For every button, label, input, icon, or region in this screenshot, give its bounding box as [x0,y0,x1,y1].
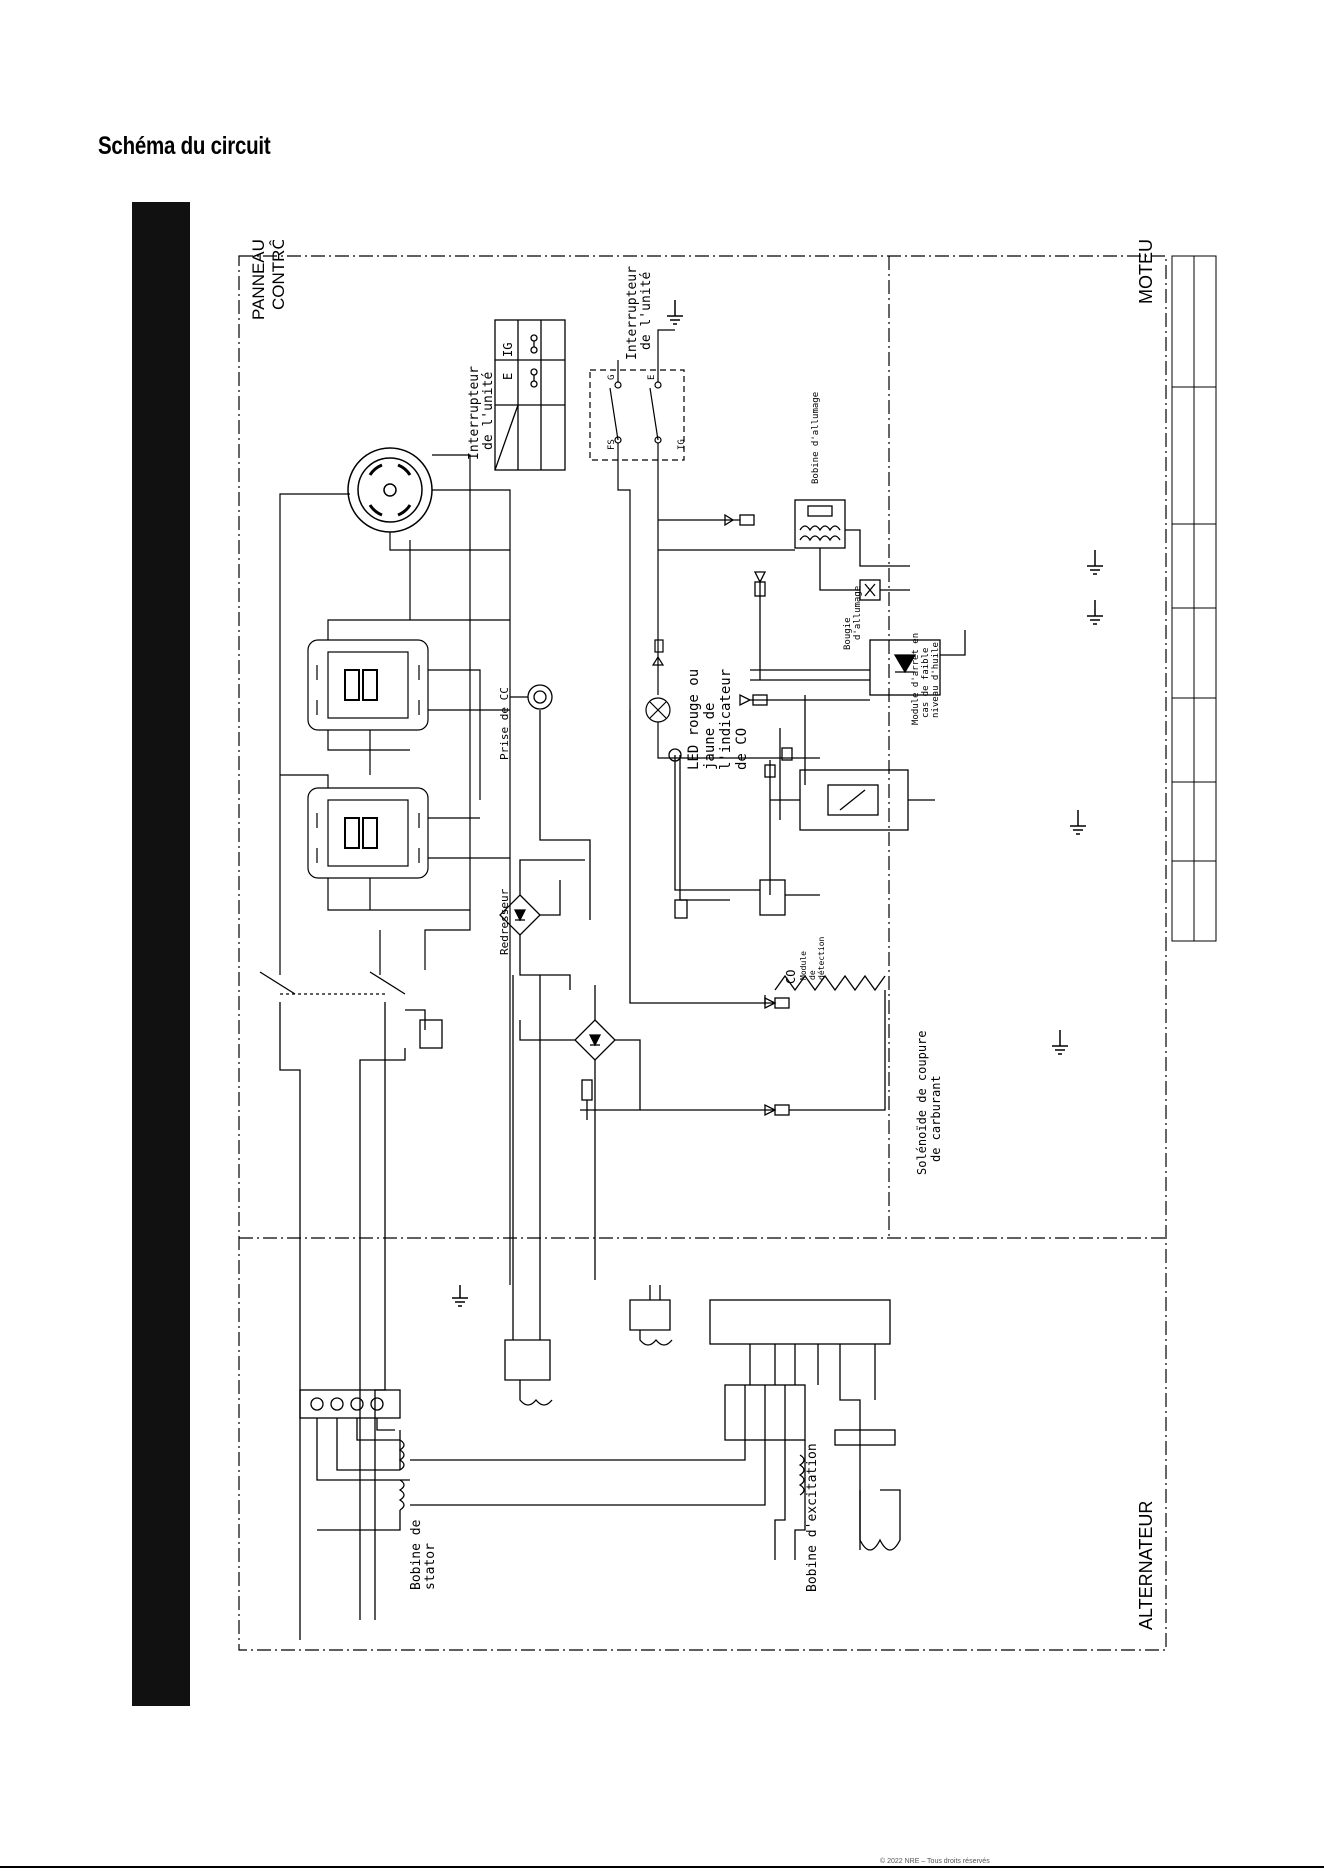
switch-truth-table [494,319,566,471]
switch-fs-label: FS [607,439,617,450]
oil-shutdown-module [739,571,966,785]
duplex-receptacle-1 [307,639,429,731]
led-label-line1: LED rouge ou [686,669,702,770]
circuit-diagram: PANNEAU DE CONTRÔLE MOTEUR ALTERNATEUR I… [220,211,1220,1685]
rectifier-bridge-1 [499,859,585,990]
switch-e-label: E [647,375,657,380]
led-label-line2: jaune de [702,703,718,770]
circuit-diagram-svg: PANNEAU DE CONTRÔLE MOTEUR ALTERNATEUR I… [238,211,1217,1651]
alternator-components [299,975,901,1560]
title-block [1171,255,1217,942]
co-label: CO [784,970,798,984]
unit-switch [589,329,685,710]
spark-plug [819,548,910,601]
oil-module-label-line2: cas de faible [921,648,931,718]
ground-symbols [452,300,1103,1307]
detection-label-line3: détection [816,936,826,980]
rectifier-label: Redresseur [498,888,511,955]
oil-module-label-line3: niveau d'huile [931,642,941,718]
switch-g-label: G [607,375,617,380]
side-bar [132,202,190,1706]
lamp-circuit [645,639,820,759]
led-label-line4: de CO [734,728,750,770]
unit-switch-1-label-line2: de l'unité [481,372,496,450]
dc-outlet-label: Prise de CC [498,687,511,760]
spark-plug-label-line2: d'allumage [853,586,863,640]
excitation-coil-label: Bobine d'excitation [805,1443,820,1592]
footer-text: © 2022 NRE – Tous droits réservés [880,1858,990,1865]
unit-switch-2-label-line1: Interrupteur [625,266,640,360]
ignition-coil-label: Bobine d'allumage [811,392,821,484]
duplex-receptacle-2 [307,787,429,879]
section-label-engine: MOTEUR [1136,240,1156,304]
dc-outlet [510,684,591,920]
section-borders [238,255,1167,1651]
ignition-coil [658,499,910,567]
section-label-control-panel-2: CONTRÔLE [269,240,288,310]
footer-rule [0,1866,1324,1868]
stator-coil-label-line2: stator [423,1543,438,1590]
page-title: Schéma du circuit [98,132,271,160]
sensor-box [764,728,935,895]
unit-switch-1-label-line1: Interrupteur [467,366,482,460]
oil-module-label-line1: Module d'arrêt en [910,633,921,725]
detection-label-line1: Module [799,951,808,980]
section-label-control-panel-1: PANNEAU DE [249,240,268,320]
rectifier-bridge-2 [519,985,641,1280]
led-label-line3: l'indicateur [718,669,734,770]
detection-label-line2: de [808,970,817,980]
co-detection-module [668,748,820,919]
panel-wiring [279,454,511,1285]
stator-coil-label-line1: Bobine de [409,1519,424,1590]
truth-table-e: E [501,373,515,380]
fuel-solenoid-label-line1: Solénoïde de coupure [915,1031,929,1176]
fuel-solenoid [629,710,886,1117]
twist-lock-outlet [347,447,433,533]
unit-switch-2-label-line2: de l'unité [639,272,654,350]
fuel-solenoid-label-line2: de carburant [929,1075,943,1162]
section-label-alternator: ALTERNATEUR [1136,1501,1156,1630]
truth-table-ig: IG [501,343,515,357]
switch-ig-label: IG [677,439,687,450]
spark-plug-label-line1: Bougie [843,617,853,650]
